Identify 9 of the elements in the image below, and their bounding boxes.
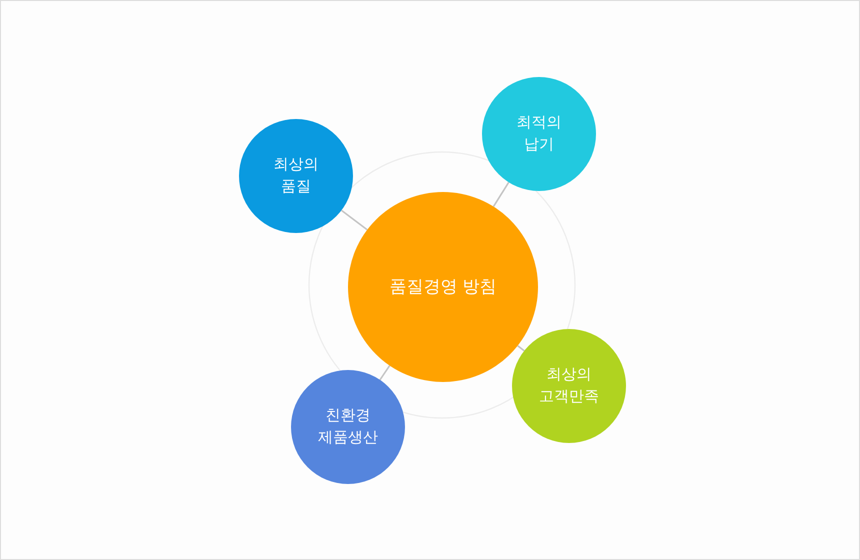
connector-line	[492, 182, 510, 207]
node-label: 품질경영 방침	[389, 276, 497, 299]
connector-line	[517, 345, 525, 352]
node-label: 최상의 품질	[272, 154, 320, 197]
node-label: 친환경 제품생산	[317, 405, 379, 448]
connector-line	[379, 365, 390, 380]
node-label: 최상의 고객만족	[538, 364, 600, 407]
node-label: 최적의 납기	[516, 112, 562, 155]
connector-line	[341, 210, 368, 230]
